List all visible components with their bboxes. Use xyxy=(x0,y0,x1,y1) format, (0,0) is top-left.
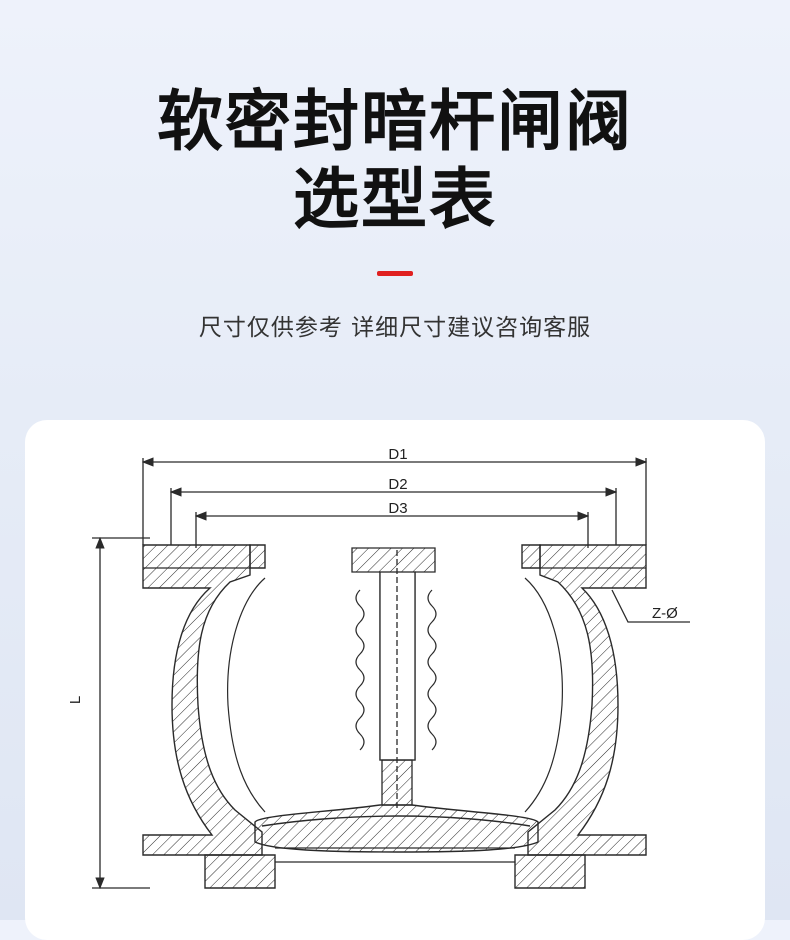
label-z: Z-Ø xyxy=(652,605,678,622)
valve-drawing: D1 D2 D3 L Z-Ø xyxy=(67,446,690,890)
label-d3: D3 xyxy=(388,500,407,517)
drawing-card: D1 D2 D3 L Z-Ø xyxy=(25,420,765,940)
label-d2: D2 xyxy=(388,476,407,493)
page-title-line1: 软密封暗杆闸阀 xyxy=(157,83,633,160)
label-l: L xyxy=(67,696,84,704)
page-title-line2: 选型表 xyxy=(293,161,497,238)
valve-body xyxy=(142,544,647,889)
valve-stem xyxy=(351,547,436,810)
leader-z xyxy=(611,589,690,623)
spring xyxy=(355,589,437,751)
page-subtitle: 尺寸仅供参考 详细尺寸建议咨询客服 xyxy=(198,315,592,341)
label-d1: D1 xyxy=(388,446,407,463)
valve-disc xyxy=(254,804,539,853)
accent-divider xyxy=(377,271,413,276)
